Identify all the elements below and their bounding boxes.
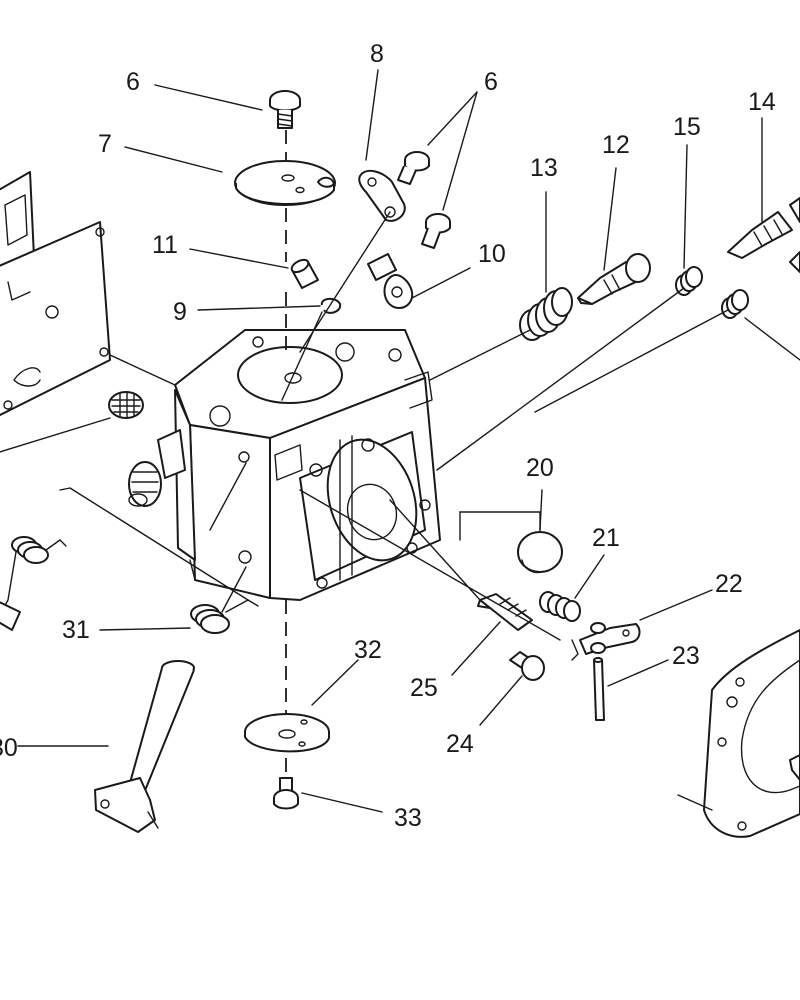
screw-part-24 <box>509 651 545 681</box>
callout-24: 24 <box>446 730 474 758</box>
pin-part-23 <box>593 657 605 721</box>
filter-screen-part <box>108 391 144 419</box>
callout-33: 33 <box>394 804 422 832</box>
fuel-inlet-fitting <box>128 429 186 507</box>
screw-part-6-top <box>269 90 301 129</box>
spring-part-15 <box>675 266 703 296</box>
spring-unlabeled-right <box>721 289 749 319</box>
callout-11: 11 <box>152 231 178 259</box>
callout-23: 23 <box>672 642 700 670</box>
needle-part-14 <box>727 197 800 273</box>
callout-25: 25 <box>410 674 438 702</box>
clip-part-9 <box>320 297 342 314</box>
screw-part-6-right-lower <box>421 213 451 249</box>
callout-12: 12 <box>602 131 630 159</box>
screw-part-33 <box>273 777 299 810</box>
throttle-disc-part-32 <box>244 713 330 753</box>
callout-7: 7 <box>98 130 112 158</box>
right-gasket-part <box>703 629 800 838</box>
lever-part-22 <box>571 622 641 661</box>
needle-valve-part-10 <box>367 253 414 310</box>
pin-part-11 <box>290 258 319 289</box>
plug-part-20 <box>517 531 563 574</box>
screw-part-6-right-upper <box>397 151 430 185</box>
cover-plate-part-7 <box>234 160 336 206</box>
throttle-shaft-part-30 <box>94 660 195 833</box>
callouts: 6 7 8 6 11 9 10 13 12 15 14 20 21 22 23 … <box>0 40 776 832</box>
callout-10: 10 <box>478 240 506 268</box>
lever-part-8 <box>358 169 406 222</box>
leader-lines <box>17 69 763 813</box>
callout-13: 13 <box>530 154 558 182</box>
leader-gasket-body <box>109 354 176 386</box>
callout-30: 30 <box>0 734 18 762</box>
assembly-lines <box>189 130 800 811</box>
callout-6-right: 6 <box>484 68 498 96</box>
callout-6-top: 6 <box>126 68 140 96</box>
callout-14: 14 <box>748 88 776 116</box>
callout-31: 31 <box>62 616 90 644</box>
needle-part-12 <box>577 253 651 305</box>
carburetor-body <box>174 329 441 601</box>
callout-22: 22 <box>715 570 743 598</box>
left-gasket-plate <box>0 171 111 417</box>
callout-8: 8 <box>370 40 384 68</box>
callout-9: 9 <box>173 298 187 326</box>
spring-part-31 <box>190 599 259 634</box>
leader-filter-screen <box>0 417 111 453</box>
leader-spring-shaft <box>59 487 249 601</box>
spring-part-13 <box>519 287 573 341</box>
needle-part-25 <box>477 593 533 631</box>
callout-32: 32 <box>354 636 382 664</box>
spring-left-edge <box>0 536 67 631</box>
callout-21: 21 <box>592 524 620 552</box>
callout-15: 15 <box>673 113 701 141</box>
spring-part-21 <box>539 591 581 622</box>
callout-20: 20 <box>526 454 554 482</box>
